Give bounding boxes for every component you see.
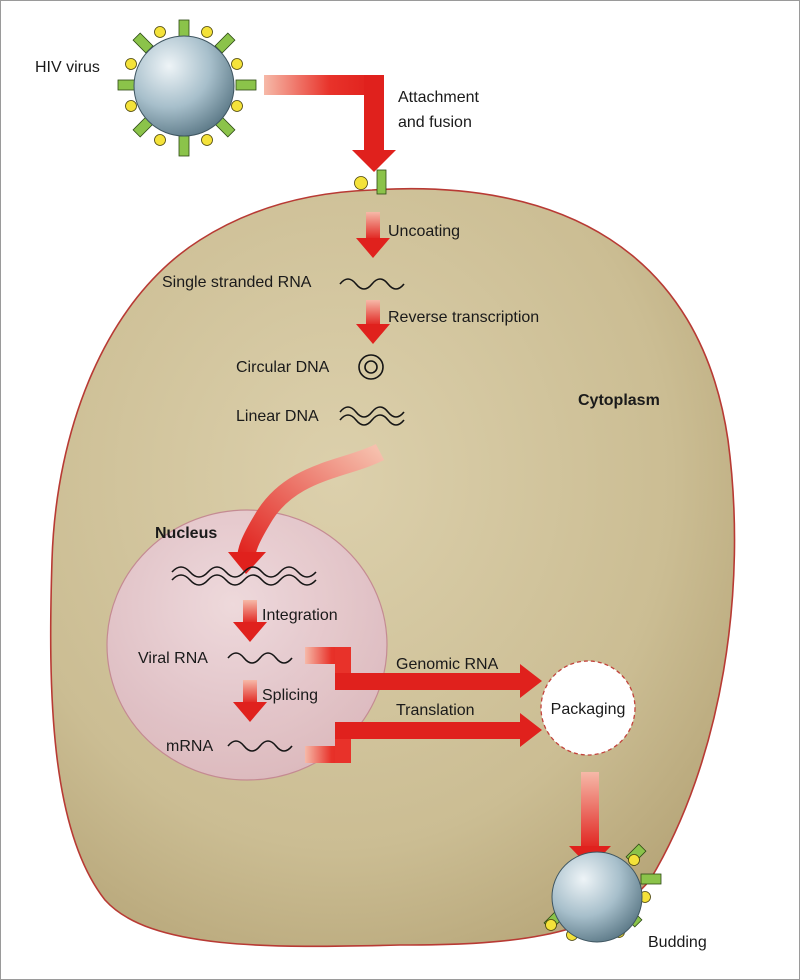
viral-rna-icon <box>227 652 293 664</box>
translation-label: Translation <box>396 702 475 719</box>
packaging-circle <box>540 660 636 756</box>
linear-dna-label: Linear DNA <box>236 408 319 425</box>
linear-dna-icon <box>339 406 405 426</box>
nuclear-import-arrow <box>228 443 385 574</box>
splicing-arrow <box>233 680 267 722</box>
receptor-icon <box>354 169 387 195</box>
attachment-arrow <box>264 75 396 172</box>
budding-virus <box>543 843 662 943</box>
reverse-transcription-arrow <box>356 300 390 344</box>
circular-dna-label: Circular DNA <box>236 359 330 376</box>
splicing-label: Splicing <box>262 687 318 704</box>
translation-arrow <box>305 713 542 763</box>
nucleus-label: Nucleus <box>155 525 217 542</box>
genomic-rna-arrow <box>305 647 542 698</box>
integration-label: Integration <box>262 607 338 624</box>
packaging-label: Packaging <box>551 701 626 718</box>
cytoplasm-label: Cytoplasm <box>578 392 660 409</box>
budding-label: Budding <box>648 934 707 951</box>
viral-rna-label: Viral RNA <box>138 650 208 667</box>
integration-arrow <box>233 600 267 642</box>
reverse-transcription-label: Reverse transcription <box>388 309 539 326</box>
nucleus <box>106 509 388 781</box>
genomic-rna-label: Genomic RNA <box>396 656 499 673</box>
hiv-virus-label: HIV virus <box>35 59 100 76</box>
single-stranded-rna-label: Single stranded RNA <box>162 274 312 291</box>
rna-strand-icon <box>339 278 405 290</box>
fusion-label: and fusion <box>398 114 472 131</box>
mrna-label: mRNA <box>166 738 213 755</box>
mrna-icon <box>227 740 293 752</box>
attachment-label: Attachment <box>398 89 479 106</box>
circular-dna-icon <box>358 354 384 380</box>
integrated-dna-icon <box>171 566 317 586</box>
hiv-virus-particle <box>117 19 257 157</box>
uncoating-label: Uncoating <box>388 223 460 240</box>
uncoating-arrow <box>356 212 390 258</box>
